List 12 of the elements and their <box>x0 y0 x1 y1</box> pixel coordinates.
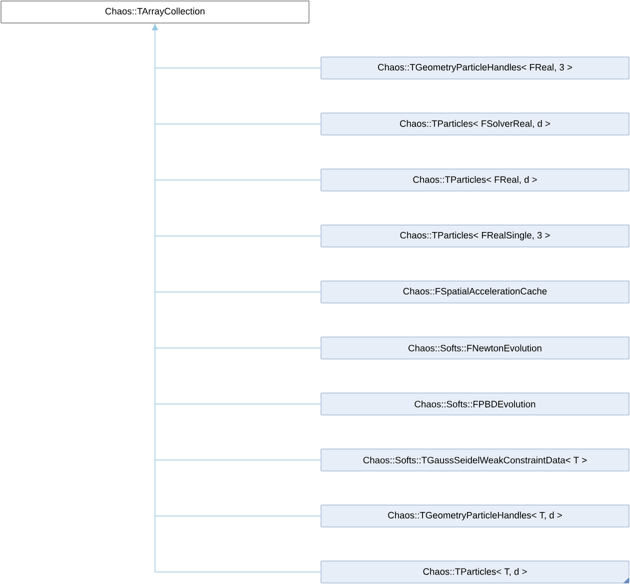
class-box: Chaos::TParticles< FRealSingle, 3 > <box>320 224 630 248</box>
class-box: Chaos::TParticles< FSolverReal, d > <box>320 112 630 136</box>
class-box: Chaos::TGeometryParticleHandles< T, d > <box>320 504 630 528</box>
class-box: Chaos::TGeometryParticleHandles< FReal, 3 > <box>320 56 630 80</box>
class-box: Chaos::Softs::FPBDEvolution <box>320 392 630 416</box>
inheritance-arrow <box>152 24 158 572</box>
class-box: Chaos::FSpatialAccelerationCache <box>320 280 630 304</box>
class-box: Chaos::Softs::TGaussSeidelWeakConstraintData< T > <box>320 448 630 472</box>
class-box: Chaos::TParticles< FReal, d > <box>320 168 630 192</box>
class-box: Chaos::Softs::FNewtonEvolution <box>320 336 630 360</box>
class-box: Chaos::TArrayCollection <box>0 0 310 24</box>
class-box: Chaos::TParticles< T, d > <box>320 560 630 584</box>
